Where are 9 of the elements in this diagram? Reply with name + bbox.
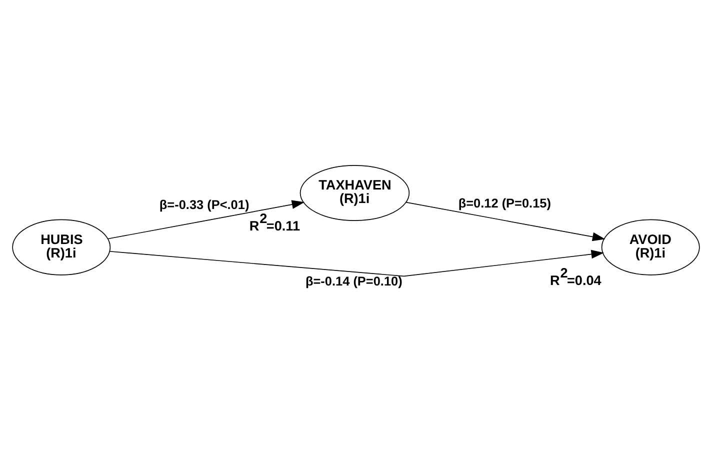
node-ellipse: HUBIS (R)1i [12,218,111,275]
arrow [109,249,604,276]
edge-label: β=0.12 (P=0.15) [458,194,551,210]
node-ellipse: TAXHAVEN (R)1i [300,164,410,220]
node-ellipse: AVOID (R)1i [601,218,700,275]
arrow [406,201,606,241]
edge-label: β=-0.14 (P=0.10) [305,273,402,288]
edge-label: β=-0.33 (P<.01) [159,196,250,212]
arrow [108,200,305,239]
